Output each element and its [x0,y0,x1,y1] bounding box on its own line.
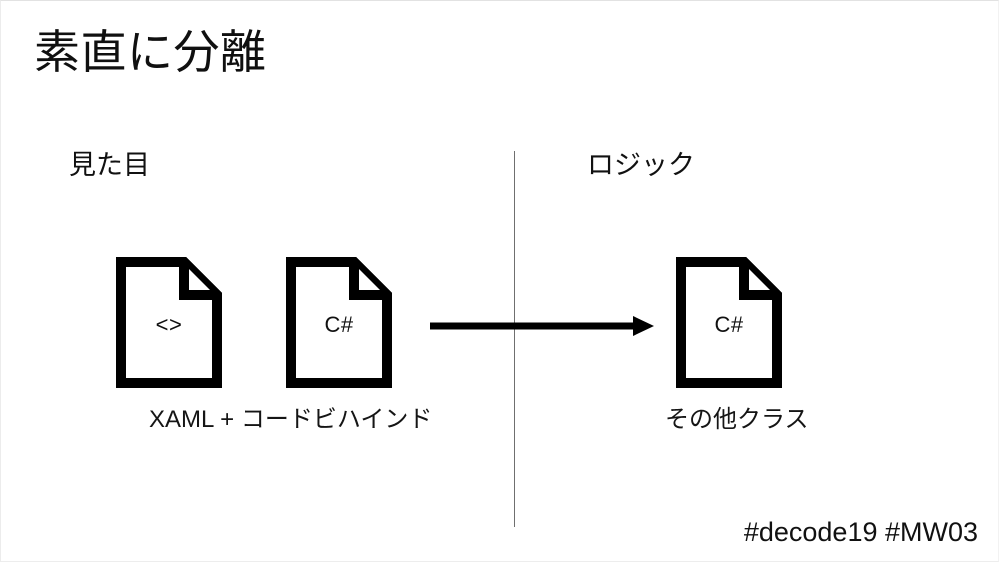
left-column-heading: 見た目 [69,150,150,180]
left-group-caption: XAML + コードビハインド [149,406,433,433]
page-title: 素直に分離 [34,26,267,78]
footer-hashtags: #decode19 #MW03 [743,516,978,547]
document-csharp-icon-left: C# [286,257,392,388]
vertical-divider [514,151,515,527]
right-group-caption: その他クラス [665,406,809,433]
document-csharp-icon-right: C# [676,257,782,388]
right-arrow-icon [429,307,655,345]
document-code-icon: <> [116,257,222,388]
right-column-heading: ロジック [587,150,695,180]
